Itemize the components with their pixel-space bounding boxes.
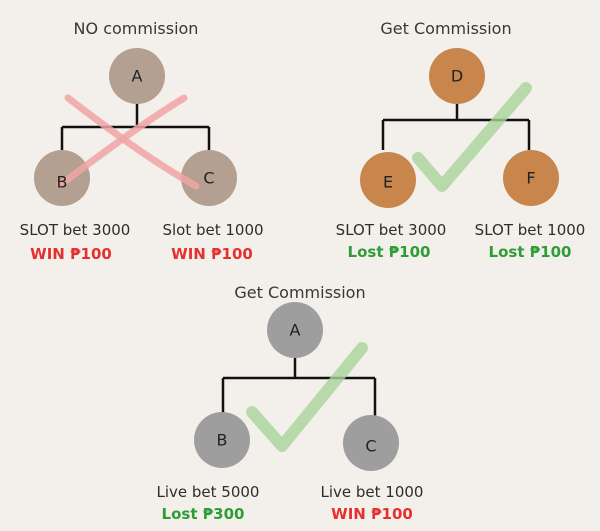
bet-label: Slot bet 1000 [162,221,264,239]
node-e [360,152,416,208]
node-a [267,302,323,358]
result-label: Lost ₱300 [161,505,245,523]
bet-label: SLOT bet 1000 [474,221,586,239]
result-label: WIN ₱100 [331,505,413,523]
node-label: A [131,66,143,86]
result-label: WIN ₱100 [30,245,112,263]
bet-label: SLOT bet 3000 [335,221,447,239]
diagram-title: Get Commission [380,19,512,38]
node-label: B [216,430,228,450]
diagram-title: Get Commission [234,283,366,302]
node-label: D [450,66,464,86]
result-label: Lost ₱100 [488,243,572,261]
node-c [181,150,237,206]
tree-get-commission-top [360,48,559,208]
tree-no-commission [34,48,237,206]
node-f [503,150,559,206]
node-label: E [382,172,394,192]
node-label: F [526,168,536,188]
bet-label: SLOT bet 3000 [19,221,131,239]
node-label: A [289,320,301,340]
bet-label: Live bet 5000 [156,483,260,501]
node-d [429,48,485,104]
node-a [109,48,165,104]
node-label: B [56,172,68,192]
node-label: C [365,436,377,456]
bet-label: Live bet 1000 [320,483,424,501]
node-label: C [203,168,215,188]
node-c [343,415,399,471]
diagram-title: NO commission [73,19,199,38]
check-mark [246,342,368,452]
node-b [194,412,250,468]
node-b [34,150,90,206]
result-label: Lost ₱100 [347,243,431,261]
cross-mark [64,94,200,190]
check-mark [412,82,532,192]
cross-mark [56,94,188,189]
tree-get-commission-bottom [194,302,399,471]
result-label: WIN ₱100 [171,245,253,263]
